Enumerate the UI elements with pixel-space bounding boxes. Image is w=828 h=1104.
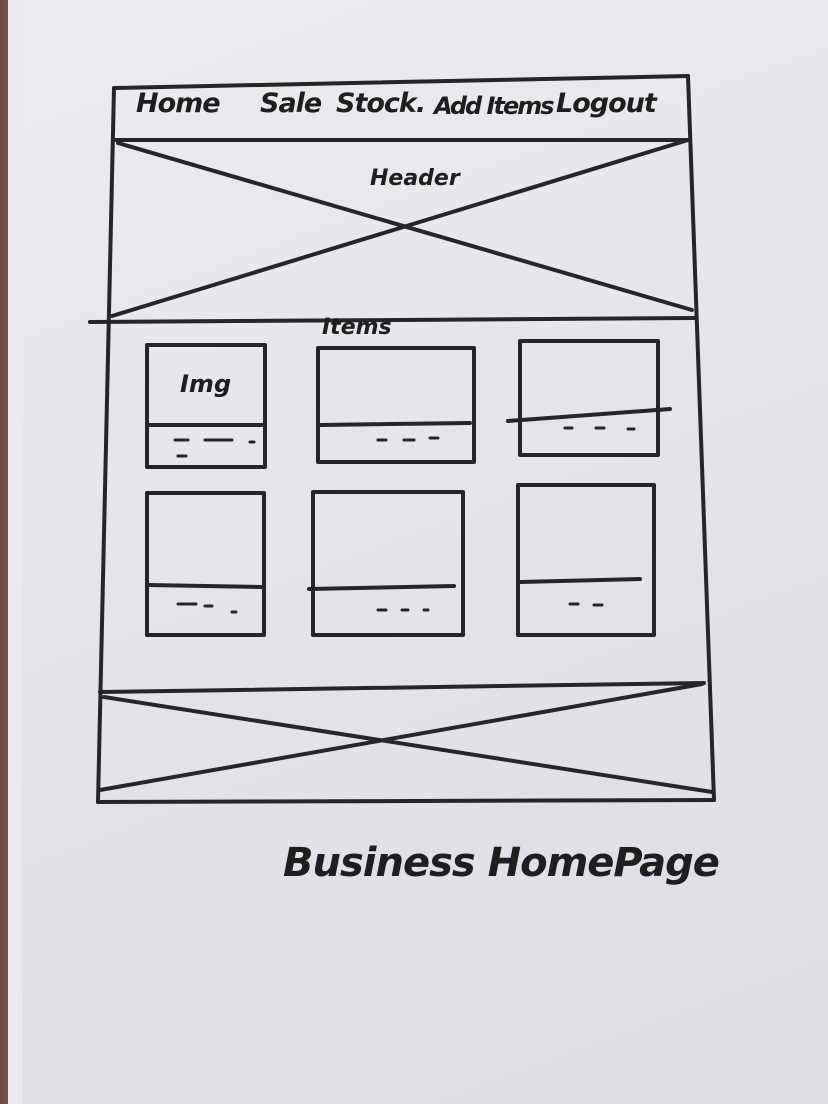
- item-card: [316, 346, 476, 464]
- item-card: [307, 490, 465, 637]
- nav-sale-link[interactable]: Sale: [260, 88, 322, 119]
- nav-add-items-link[interactable]: Add Items: [434, 92, 555, 120]
- items-section-label: Items: [322, 315, 392, 340]
- item-card: [145, 491, 266, 637]
- item-card: [506, 339, 672, 457]
- nav-stock-link[interactable]: Stock.: [336, 88, 426, 119]
- item-card: [145, 343, 267, 469]
- page-caption: Business HomePage: [283, 840, 720, 886]
- header-placeholder: [88, 138, 696, 324]
- item-image-label: Img: [180, 370, 232, 398]
- nav-logout-link[interactable]: Logout: [556, 88, 657, 119]
- item-card: [516, 483, 656, 637]
- page-frame: [96, 74, 716, 804]
- header-label: Header: [370, 166, 460, 191]
- footer-placeholder: [98, 681, 714, 794]
- nav-home-link[interactable]: Home: [136, 88, 221, 119]
